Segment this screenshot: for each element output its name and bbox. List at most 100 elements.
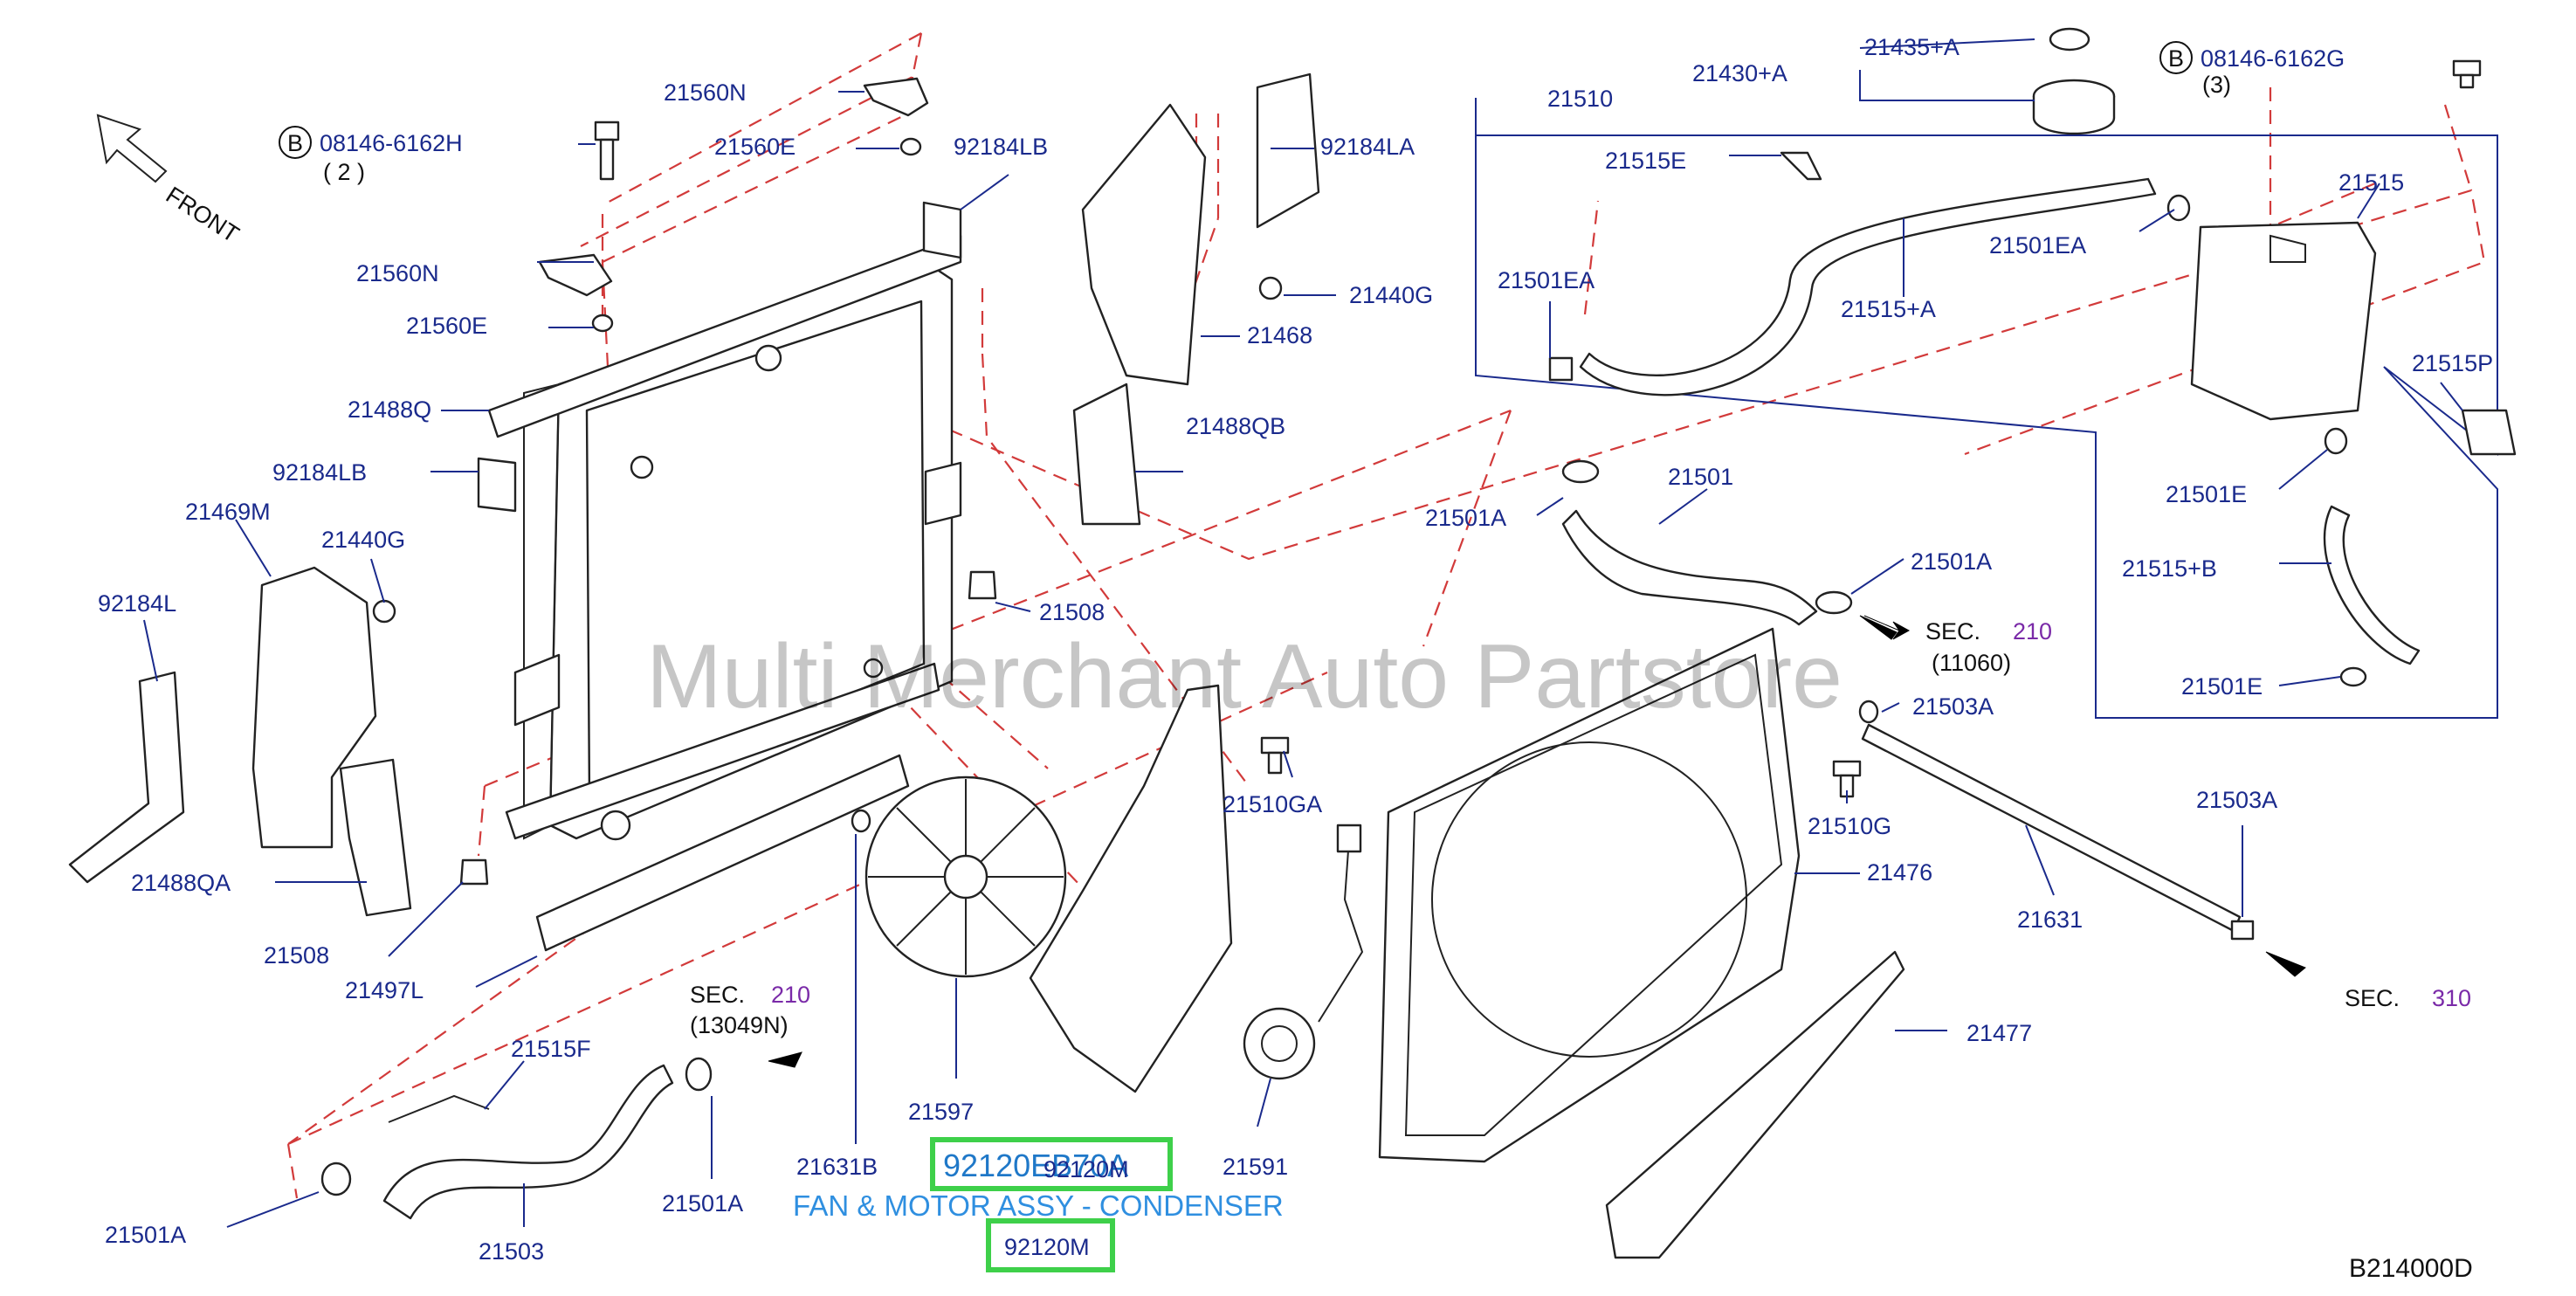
part-label: 21501E	[2181, 673, 2263, 700]
part-label: 21631	[2017, 907, 2083, 933]
clip-21515E-icon	[1780, 151, 1822, 181]
watermark: Multi Merchant Auto Partstore	[646, 626, 1842, 727]
clamp-21501E-b-icon	[2339, 666, 2367, 687]
lower-shroud-21477	[1605, 950, 1905, 1259]
cap-seal-21435A-icon	[2049, 27, 2090, 52]
bolt-08146-6162H-icon	[594, 121, 620, 181]
part-label: 21515P	[2412, 350, 2493, 376]
part-label: 21560N	[356, 260, 439, 286]
hose-21515B	[2323, 505, 2421, 665]
sec-prefix: SEC.	[690, 982, 745, 1008]
sec-number: 310	[2432, 985, 2471, 1011]
bolt-part-number: 08146-6162H	[320, 130, 463, 156]
sensor-21515F-icon	[388, 1094, 490, 1123]
clip-21440G-b-icon	[372, 599, 396, 624]
part-label: 21515+B	[2122, 555, 2217, 582]
bolt-21510G-icon	[1832, 760, 1862, 798]
sec-number: 210	[771, 982, 810, 1008]
part-label: 21560E	[406, 313, 487, 339]
part-label: 92184LB	[954, 134, 1048, 160]
part-label: 21508	[264, 942, 329, 969]
sec-arrow-right-upper-icon	[1859, 615, 1911, 640]
upper-hose-21501	[1561, 509, 1818, 626]
air-guide-21488QB	[1072, 383, 1141, 526]
clamp-21501EA-a-icon	[1548, 356, 1574, 382]
bolt-circle-letter: B	[287, 130, 303, 156]
seal-92184LB-a	[922, 201, 962, 259]
clamp-21503A-a-icon	[1858, 700, 1879, 724]
part-label: 21477	[1966, 1020, 2032, 1046]
bolt-callout-top-left: B 08146-6162H ( 2 )	[279, 126, 463, 185]
part-label: 21515+A	[1841, 296, 1936, 322]
highlight-box-top	[930, 1137, 1173, 1191]
air-guide-21468	[1081, 103, 1207, 386]
clamp-21501EA-b-icon	[2166, 194, 2191, 222]
diagram-reference: B214000D	[2349, 1254, 2473, 1283]
front-arrow-icon	[96, 114, 168, 183]
highlight-code-below: 92120M	[1004, 1234, 1090, 1260]
reservoir-group-box	[1475, 134, 2498, 719]
clamp-21501A-c-icon	[685, 1057, 713, 1092]
part-label: 21510GA	[1223, 791, 1322, 817]
part-label: 21468	[1247, 322, 1312, 348]
part-label: 21510G	[1808, 813, 1891, 839]
part-label: 92184LA	[1320, 134, 1415, 160]
part-label: 21501A	[105, 1222, 186, 1248]
part-label: 21501	[1668, 464, 1733, 490]
lower-seal-21497L	[535, 754, 910, 952]
radiator-shroud-21476	[1378, 627, 1801, 1163]
part-label: 21597	[908, 1099, 974, 1125]
part-label: 21560N	[664, 79, 747, 106]
fan-shroud-92120M	[1029, 684, 1233, 1093]
mount-21508-a-icon	[968, 570, 997, 600]
part-label: 21435+A	[1864, 34, 1960, 60]
part-label: 21515F	[511, 1036, 591, 1062]
part-label: 21440G	[321, 527, 405, 553]
highlight-overlap-code: 92120M	[1043, 1156, 1129, 1182]
part-label: 21591	[1223, 1154, 1288, 1180]
part-label: 21488QA	[131, 870, 231, 896]
part-label: 21501A	[1425, 505, 1506, 531]
hose-21515A	[1579, 177, 2157, 396]
sec-ref-right-lower: SEC. 310	[2345, 985, 2471, 1011]
part-label: 21476	[1867, 859, 1932, 886]
bushing-21560E-a-icon	[899, 137, 922, 156]
lower-hose-21503	[382, 1064, 674, 1220]
part-label: 21501E	[2166, 481, 2247, 507]
bushing-21560E-b-icon	[591, 314, 614, 333]
bolt-part-number: 08146-6162G	[2201, 45, 2345, 72]
part-label: 21469M	[185, 499, 271, 525]
part-label: 21515E	[1605, 148, 1686, 174]
motor-harness	[1318, 824, 1364, 1023]
part-label: 21503A	[1912, 693, 1994, 720]
fan-motor-21591	[1243, 1007, 1316, 1080]
part-label: 21631B	[796, 1154, 878, 1180]
bracket-21515P	[2461, 409, 2517, 456]
highlight-caption: FAN & MOTOR ASSY - CONDENSER	[793, 1189, 1284, 1222]
part-label: 21440G	[1349, 282, 1433, 308]
sec-ref-right-upper: SEC. 210 (11060)	[1925, 618, 2052, 676]
highlight-part-number: 92120EB70A	[943, 1148, 1128, 1183]
part-label: 21497L	[345, 977, 424, 1003]
part-label: 92184L	[98, 590, 176, 617]
sec-number: 210	[2013, 618, 2052, 645]
part-labels: 21560N 21560E 21560N 21560E 92184LB 9218…	[98, 34, 2493, 1265]
bolt-quantity: ( 2 )	[323, 159, 365, 185]
fan-blade-21597	[864, 776, 1067, 978]
clamp-21503A-b-icon	[2230, 920, 2255, 941]
front-label: FRONT	[162, 182, 244, 248]
sec-sub: (13049N)	[690, 1012, 789, 1038]
part-label: 21488QB	[1186, 413, 1285, 439]
part-label: 21501EA	[1989, 232, 2086, 259]
leader-lines	[143, 38, 2463, 1228]
clamp-21501A-d-icon	[320, 1162, 352, 1196]
reservoir-cap-21430A-icon	[2032, 79, 2116, 135]
air-guide-21469M	[251, 566, 377, 849]
air-guide-21488QA	[339, 758, 412, 917]
clip-21440G-a-icon	[1258, 276, 1283, 300]
part-label: 21501A	[1911, 548, 1992, 575]
air-guide-92184L	[68, 671, 185, 884]
overflow-hose-21631	[1861, 723, 2242, 933]
highlight-callout: 92120EB70A 92120M FAN & MOTOR ASSY - CON…	[793, 1137, 1284, 1272]
bolt-quantity: (3)	[2202, 72, 2231, 98]
